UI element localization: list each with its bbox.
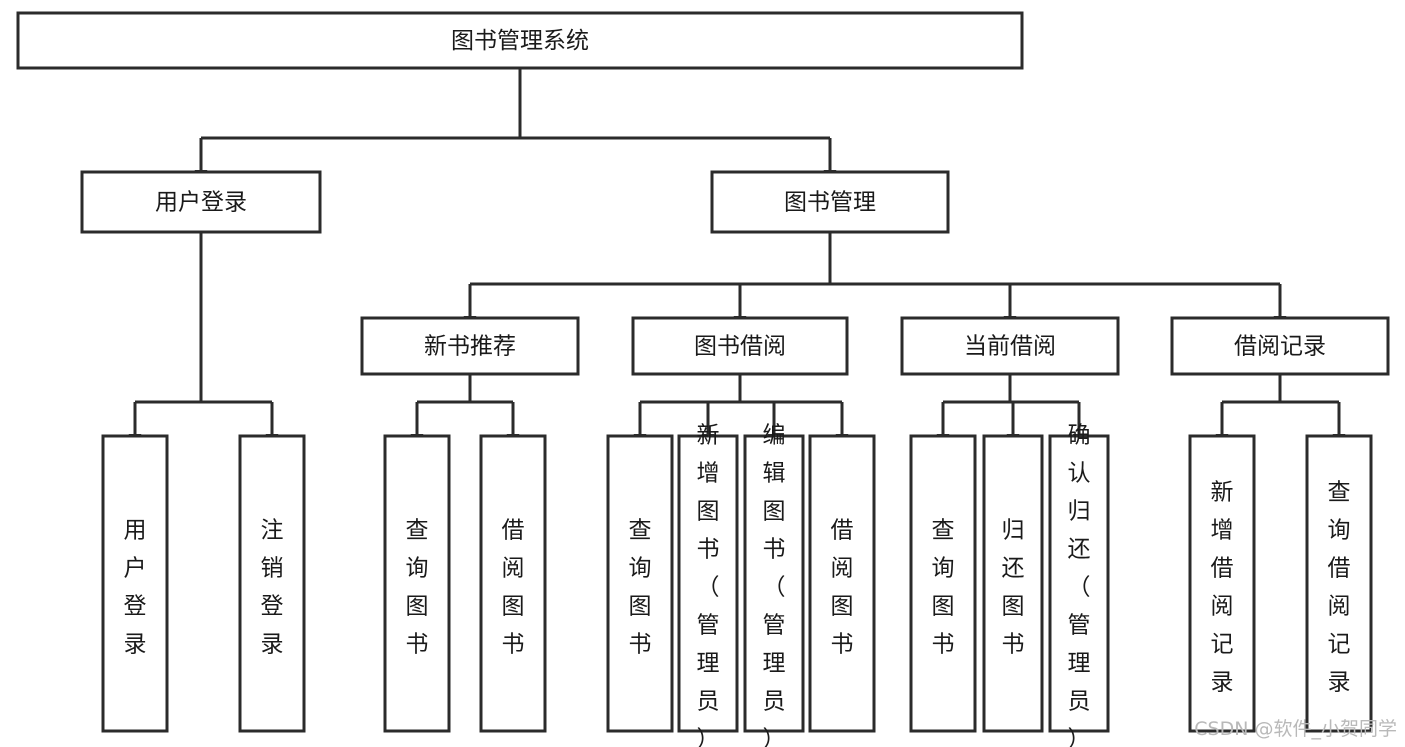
edge-layer: [128, 68, 1346, 445]
node-b1[interactable]: 查询图书: [606, 434, 674, 733]
node-box[interactable]: [677, 434, 739, 733]
node-layer: 图书管理系统用户登录图书管理新书推荐图书借阅当前借阅借阅记录用户登录注销登录查询…: [16, 11, 1390, 747]
node-b3[interactable]: 编辑图书（管理员）: [743, 422, 805, 747]
node-label: 确认归还（管理员）: [1068, 422, 1091, 747]
node-box[interactable]: [631, 316, 849, 376]
node-box[interactable]: [16, 11, 1024, 70]
edge-group-login: [128, 232, 279, 445]
node-label: 借阅记录: [1234, 334, 1326, 360]
node-b2[interactable]: 新增图书（管理员）: [677, 422, 739, 747]
node-box[interactable]: [360, 316, 580, 376]
node-label: 查询图书: [629, 517, 652, 657]
edge-group-borrow: [633, 374, 849, 445]
node-label: 图书借阅: [694, 334, 786, 360]
node-label: 查询借阅记录: [1328, 479, 1351, 695]
node-label: 查询图书: [406, 517, 429, 657]
node-r1[interactable]: 新增借阅记录: [1188, 434, 1256, 733]
node-box[interactable]: [238, 434, 306, 733]
node-box[interactable]: [606, 434, 674, 733]
node-box[interactable]: [479, 434, 547, 733]
edge-group-current: [936, 374, 1086, 445]
node-label: 新增图书（管理员）: [697, 422, 720, 747]
node-box[interactable]: [982, 434, 1044, 733]
node-box[interactable]: [743, 434, 805, 733]
node-current[interactable]: 当前借阅: [900, 316, 1120, 376]
node-root[interactable]: 图书管理系统: [16, 11, 1024, 70]
node-box[interactable]: [808, 434, 876, 733]
node-box[interactable]: [80, 170, 322, 234]
node-c2[interactable]: 归还图书: [982, 434, 1044, 733]
node-b4[interactable]: 借阅图书: [808, 434, 876, 733]
node-n1[interactable]: 查询图书: [383, 434, 451, 733]
node-label: 注销登录: [261, 517, 284, 657]
node-l2[interactable]: 注销登录: [238, 434, 306, 733]
node-box[interactable]: [1048, 434, 1110, 733]
edge-group-root: [194, 68, 837, 181]
node-borrow[interactable]: 图书借阅: [631, 316, 849, 376]
node-label: 图书管理系统: [451, 28, 589, 54]
node-label: 新书推荐: [424, 334, 516, 360]
node-box[interactable]: [101, 434, 169, 733]
edge-group-newbook: [410, 374, 520, 445]
node-c3[interactable]: 确认归还（管理员）: [1048, 422, 1110, 747]
node-box[interactable]: [1188, 434, 1256, 733]
node-box[interactable]: [909, 434, 977, 733]
edge-group-bookmgmt: [463, 232, 1287, 327]
node-r2[interactable]: 查询借阅记录: [1305, 434, 1373, 733]
node-label: 借阅图书: [831, 517, 854, 657]
node-l1[interactable]: 用户登录: [101, 434, 169, 733]
node-n2[interactable]: 借阅图书: [479, 434, 547, 733]
node-label: 图书管理: [784, 190, 876, 216]
node-label: 编辑图书（管理员）: [763, 422, 786, 747]
node-box[interactable]: [1170, 316, 1390, 376]
node-label: 查询图书: [932, 517, 955, 657]
edge-group-records: [1215, 374, 1346, 445]
node-box[interactable]: [383, 434, 451, 733]
node-box[interactable]: [710, 170, 950, 234]
node-c1[interactable]: 查询图书: [909, 434, 977, 733]
node-box[interactable]: [1305, 434, 1373, 733]
node-bookmgmt[interactable]: 图书管理: [710, 170, 950, 234]
node-newbook[interactable]: 新书推荐: [360, 316, 580, 376]
node-login[interactable]: 用户登录: [80, 170, 322, 234]
node-label: 借阅图书: [502, 517, 525, 657]
node-records[interactable]: 借阅记录: [1170, 316, 1390, 376]
node-label: 归还图书: [1002, 517, 1025, 657]
node-label: 当前借阅: [964, 334, 1056, 360]
node-label: 用户登录: [155, 190, 247, 216]
node-label: 用户登录: [124, 517, 147, 657]
node-label: 新增借阅记录: [1211, 479, 1234, 695]
node-box[interactable]: [900, 316, 1120, 376]
